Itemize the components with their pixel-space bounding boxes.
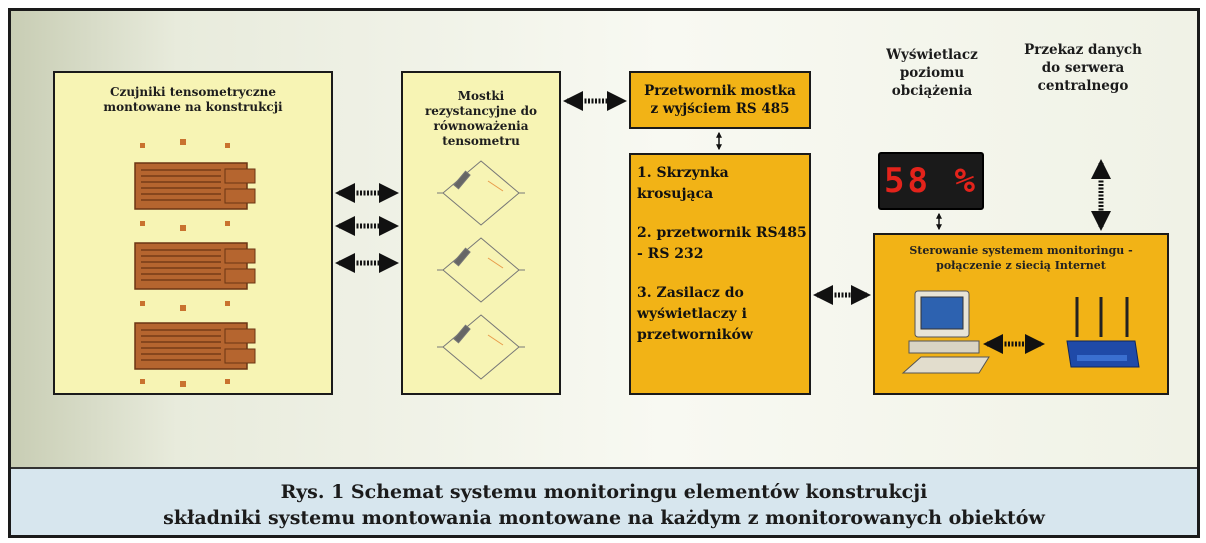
display-value: 58 %: [884, 161, 978, 201]
router-icon: [1066, 297, 1140, 368]
caption-line-1: Rys. 1 Schemat systemu monitoringu eleme…: [280, 481, 928, 503]
bridge-circuit-1: [437, 160, 525, 226]
strain-gauge-2: [134, 242, 256, 290]
display-label: Wyświetlacz poziomu obciążenia: [886, 47, 978, 99]
junction-item-2: 2. przetwornik RS485 - RS 232: [637, 225, 807, 262]
junction-box: 1. Skrzynka krosująca 2. przetwornik RS4…: [629, 153, 811, 395]
strain-gauges-illustration: [134, 139, 256, 387]
bridge-circuit-2: [437, 237, 525, 303]
junction-item-3: 3. Zasilacz do wyświetlaczy i przetworni…: [637, 285, 753, 343]
bridge-circuits-illustration: [437, 160, 525, 380]
computer-icon: [901, 290, 990, 374]
junction-item-1: 1. Skrzynka krosująca: [637, 165, 729, 202]
control-title: Sterowanie systemem monitoringu - połącz…: [909, 244, 1133, 272]
strain-gauge-3: [134, 322, 256, 370]
figure-caption: Rys. 1 Schemat systemu monitoringu eleme…: [11, 467, 1197, 535]
bridge-converter-box: Przetwornik mostka z wyjściem RS 485: [629, 71, 811, 129]
control-box: Sterowanie systemem monitoringu - połącz…: [873, 233, 1169, 395]
control-equipment-illustration: [901, 290, 1140, 374]
converter-title-line1: Przetwornik mostka: [644, 83, 796, 99]
bridges-box: Mostki rezystancyjne do równoważenia ten…: [401, 71, 561, 395]
sensors-title: Czujniki tensometryczne montowane na kon…: [103, 85, 283, 114]
diagram-panel: Czujniki tensometryczne montowane na kon…: [11, 11, 1197, 467]
connectors-overlay: [335, 91, 1111, 354]
caption-line-2: składniki systemu montowania montowane n…: [163, 507, 1045, 529]
bridges-title: Mostki rezystancyjne do równoważenia ten…: [424, 89, 538, 148]
converter-title-line2: z wyjściem RS 485: [650, 101, 790, 117]
load-marks: [140, 139, 230, 387]
server-transfer-label: Przekaz danych do serwera centralnego: [1024, 42, 1142, 94]
strain-gauge-1: [134, 162, 256, 210]
load-level-display: 58 %: [878, 152, 984, 210]
figure-frame: Czujniki tensometryczne montowane na kon…: [8, 8, 1200, 538]
junction-items: 1. Skrzynka krosująca 2. przetwornik RS4…: [637, 163, 809, 364]
bridge-circuit-3: [437, 314, 525, 380]
sensors-box: Czujniki tensometryczne montowane na kon…: [53, 71, 333, 395]
